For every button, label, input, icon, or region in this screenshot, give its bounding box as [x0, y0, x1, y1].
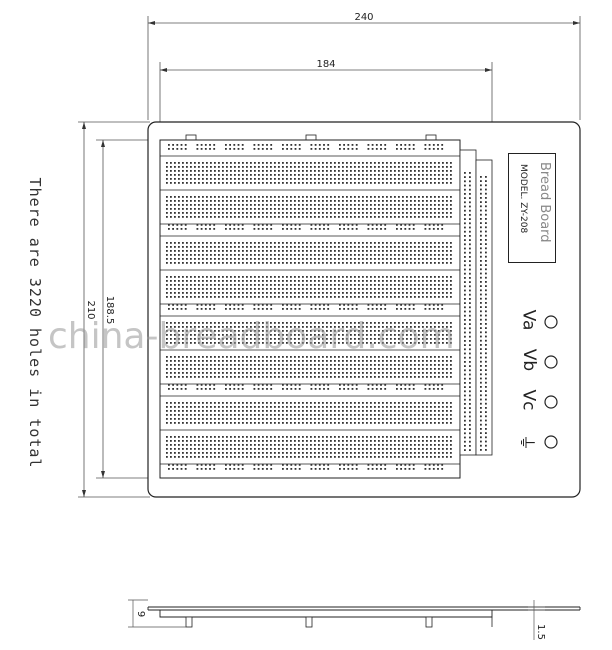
dim-inner-width: 184	[159, 59, 493, 132]
terminal-post-ground	[544, 435, 558, 449]
product-title: Bread Board	[537, 162, 552, 243]
dim-overall-width-label: 240	[354, 12, 373, 23]
dim-side-thickness-label: 1.5	[535, 624, 546, 640]
hole-count-note: There are 3220 holes in total	[22, 168, 48, 478]
hole-grid	[160, 144, 487, 470]
vertical-rail-right	[475, 159, 493, 456]
dim-inner-height-label: 188.5	[104, 296, 115, 325]
watermark: china-breadboard.com	[48, 316, 455, 357]
terminal-label-vb: Vb	[519, 348, 540, 372]
terminal-label-vc: Vc	[518, 389, 539, 411]
vertical-rail-left	[459, 149, 477, 456]
terminal-post-vc	[544, 395, 558, 409]
top-tabs	[185, 134, 437, 142]
hole-count-note-text: There are 3220 holes in total	[26, 177, 44, 469]
terminal-posts	[544, 315, 558, 449]
dim-overall-height: 210	[78, 121, 150, 498]
side-view: 9 1.5	[128, 599, 581, 640]
product-label: Bread Board MODEL. ZY-208	[508, 153, 556, 263]
dim-overall-width: 240	[147, 12, 581, 120]
terminal-post-va	[544, 315, 558, 329]
product-model: MODEL. ZY-208	[518, 164, 528, 234]
dim-overall-height-label: 210	[85, 300, 96, 319]
dim-inner-width-label: 184	[316, 59, 335, 70]
terminal-label-va: Va	[518, 309, 539, 331]
dim-side-height-label: 9	[135, 611, 146, 617]
ground-symbol-icon: ⏚	[516, 434, 536, 451]
terminal-post-vb	[544, 355, 558, 369]
